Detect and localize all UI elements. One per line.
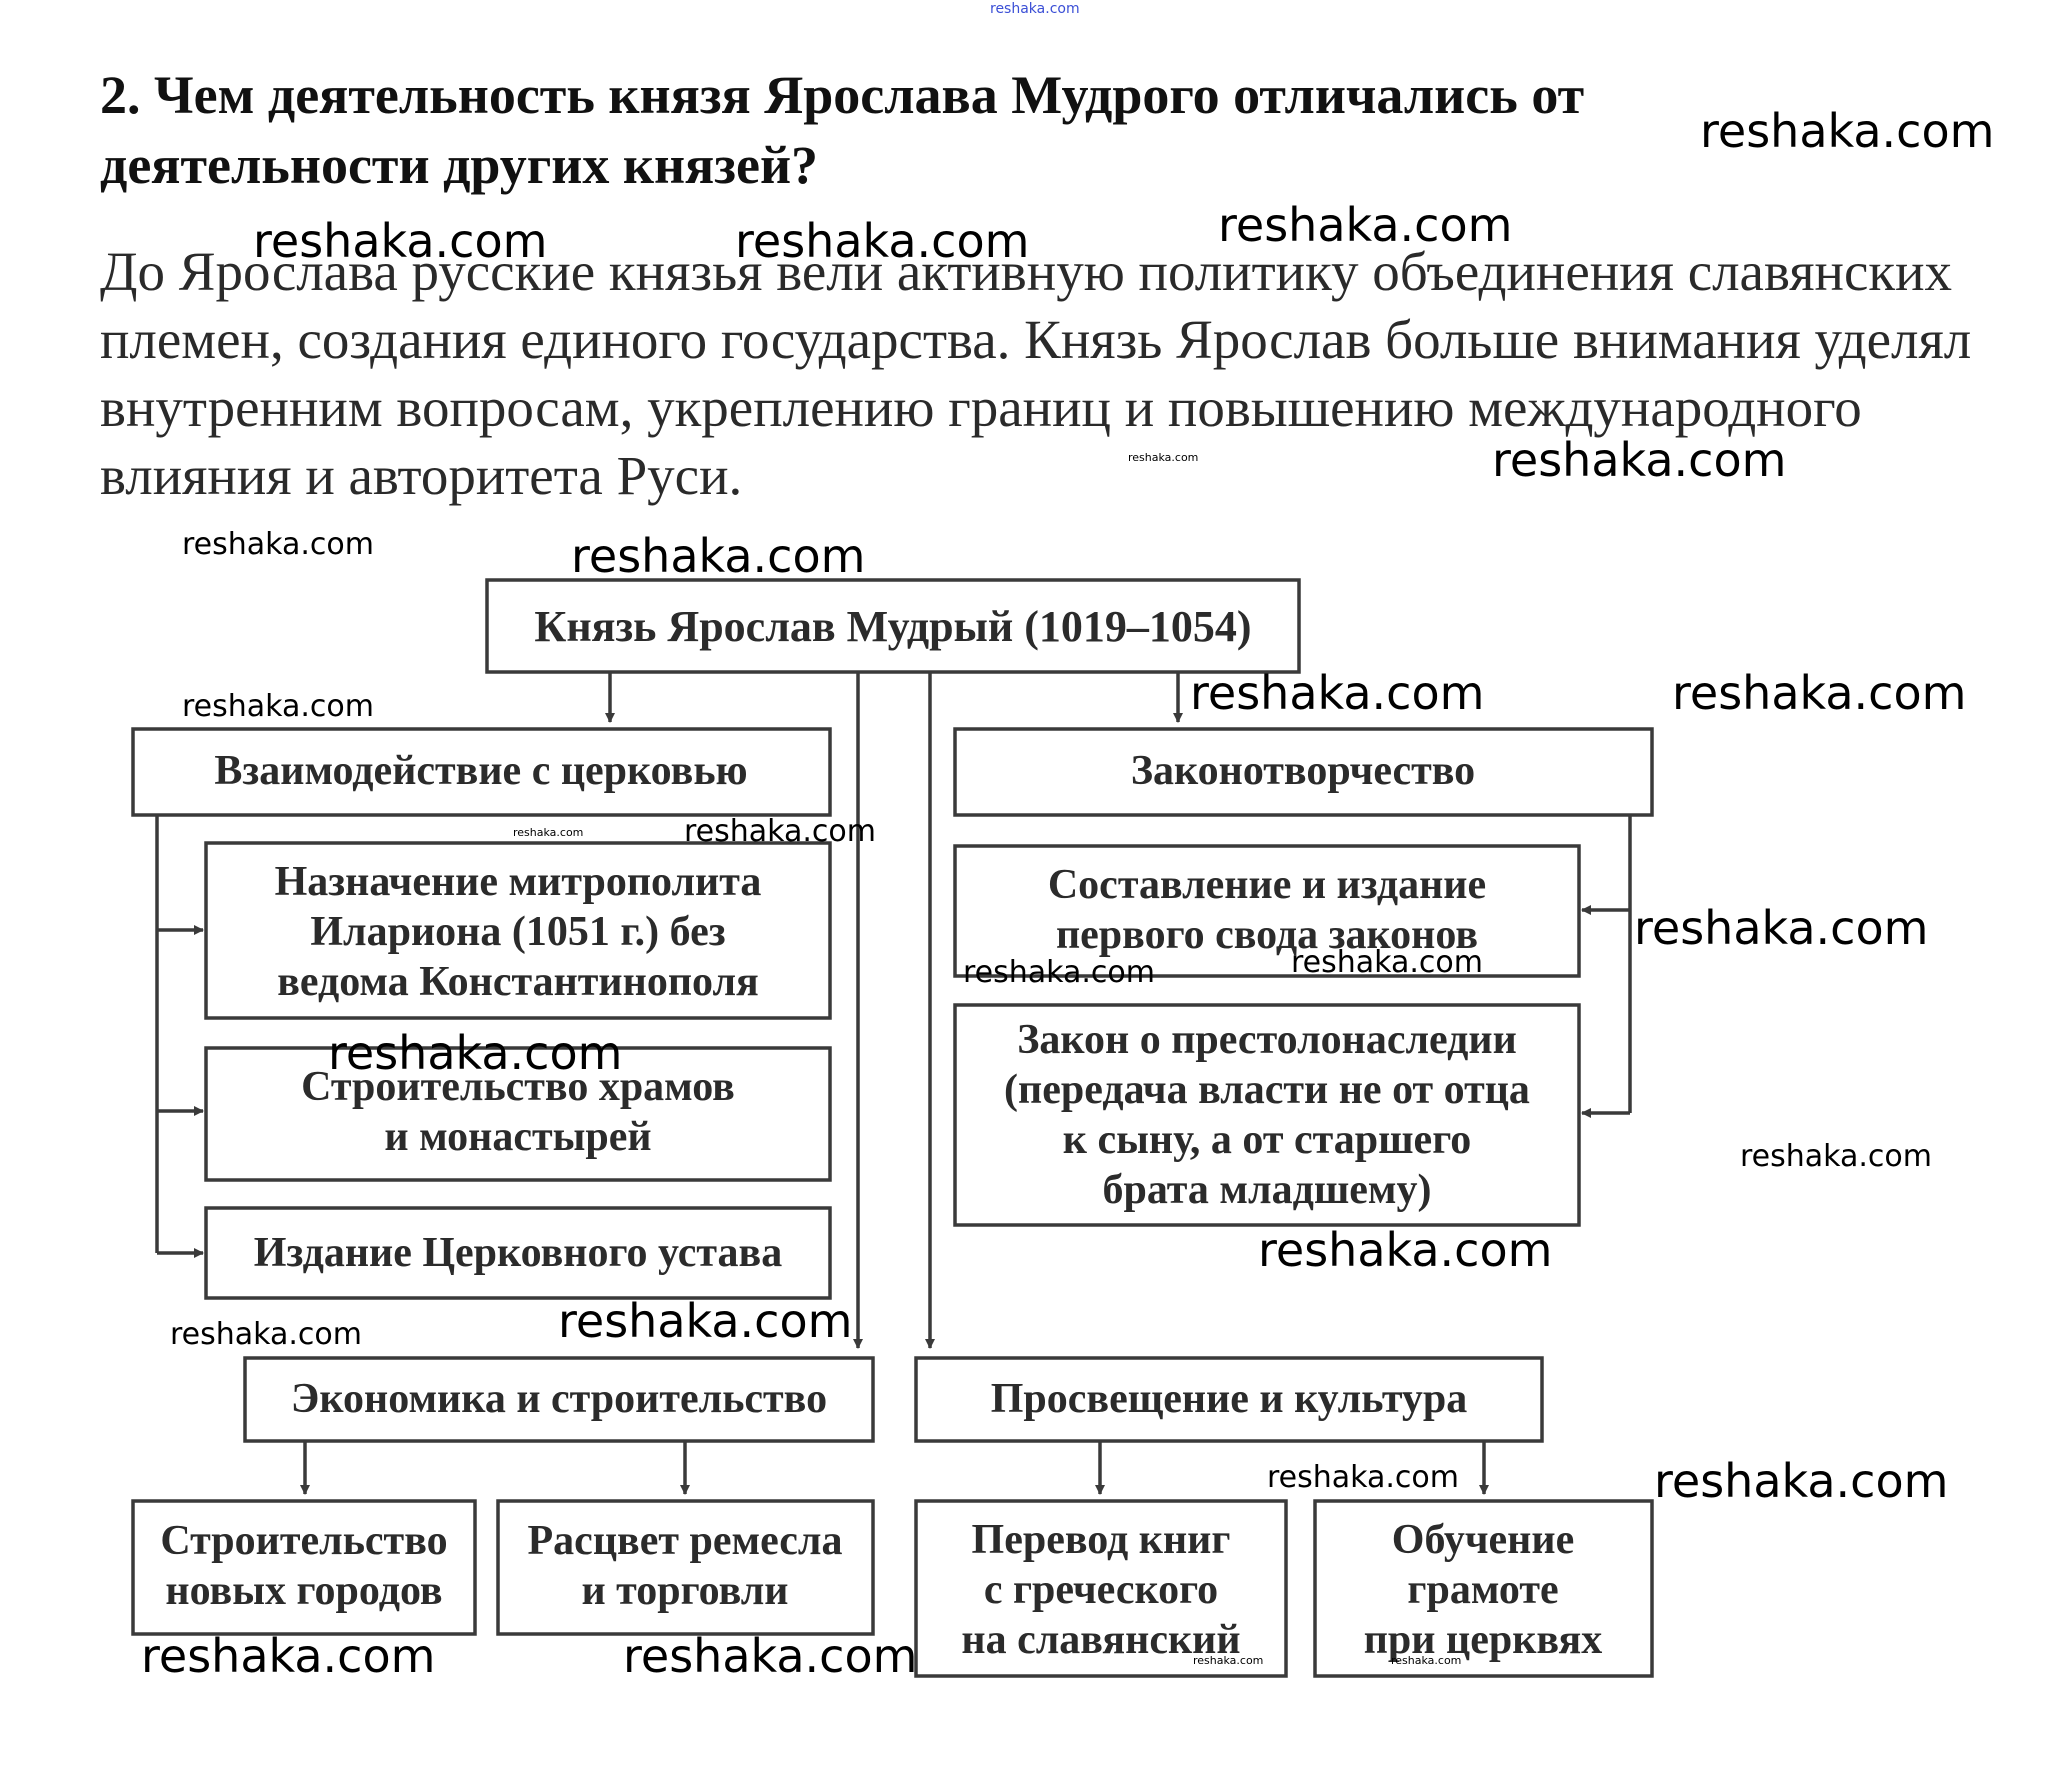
watermark: reshaka.com <box>1291 945 1483 980</box>
law-item-1-line-2: первого свода законов <box>1056 912 1478 958</box>
watermark: reshaka.com <box>1654 1454 1949 1508</box>
watermark: reshaka.com <box>1700 104 1995 158</box>
question-title: 2. Чем деятельность князя Ярослава Мудро… <box>100 60 1800 200</box>
law-item-2-line-4: брата младшему) <box>1102 1167 1431 1213</box>
watermark: reshaka.com <box>558 1294 853 1348</box>
economy-title: Экономика и строительство <box>291 1376 827 1422</box>
culture-item-1: Перевод книг с греческого на славянский <box>914 1499 1288 1678</box>
church-node: Взаимодействие с церковью <box>131 727 832 817</box>
watermark: reshaka.com <box>253 214 548 268</box>
economy-item-2-line-1: Расцвет ремесла <box>528 1518 843 1564</box>
root-node: Князь Ярослав Мудрый (1019–1054) <box>485 578 1301 674</box>
church-item-1-line-1: Назначение митрополита <box>275 859 762 905</box>
law-item-1-line-1: Составление и издание <box>1048 862 1486 908</box>
watermark: reshaka.com <box>990 1 1080 17</box>
watermark: reshaka.com <box>1128 451 1199 464</box>
culture-item-1-line-2: с греческого <box>984 1567 1218 1613</box>
watermark: reshaka.com <box>963 955 1155 990</box>
watermark: reshaka.com <box>141 1629 436 1683</box>
culture-item-2: Обучение грамоте при церквях <box>1313 1499 1654 1678</box>
culture-item-2-line-2: грамоте <box>1407 1567 1558 1613</box>
watermark: reshaka.com <box>1193 1654 1264 1667</box>
culture-item-1-line-1: Перевод книг <box>972 1517 1231 1563</box>
root-label: Князь Ярослав Мудрый (1019–1054) <box>534 602 1251 651</box>
watermark: reshaka.com <box>1492 433 1787 487</box>
connector-lines <box>155 672 1632 1495</box>
watermark: reshaka.com <box>571 529 866 583</box>
watermark: reshaka.com <box>182 689 374 724</box>
church-item-2: Строительство храмов и монастырей <box>204 1046 832 1182</box>
culture-item-2-line-3: при церквях <box>1364 1617 1603 1663</box>
church-item-1-line-3: ведома Константинополя <box>277 959 759 1005</box>
watermark: reshaka.com <box>1634 901 1929 955</box>
question-line-1: 2. Чем деятельность князя Ярослава Мудро… <box>100 65 1585 125</box>
watermark: reshaka.com <box>513 826 584 839</box>
watermark: reshaka.com <box>1267 1460 1459 1495</box>
law-item-2: Закон о престолонаследии (передача власт… <box>953 1003 1581 1227</box>
watermark: reshaka.com <box>170 1317 362 1352</box>
watermark: reshaka.com <box>1740 1139 1932 1174</box>
law-title: Законотворчество <box>1131 748 1475 794</box>
law-item-2-line-1: Закон о престолонаследии <box>1017 1017 1517 1063</box>
watermark: reshaka.com <box>623 1629 918 1683</box>
question-line-2: деятельности других князей? <box>100 135 819 195</box>
watermark: reshaka.com <box>735 214 1030 268</box>
law-item-2-line-3: к сыну, а от старшего <box>1063 1117 1471 1163</box>
answer-text: До Ярослава русские князья вели активную… <box>100 241 1972 506</box>
church-item-3: Издание Церковного устава <box>204 1206 832 1300</box>
culture-node: Просвещение и культура <box>914 1356 1544 1443</box>
watermark: reshaka.com <box>1190 666 1485 720</box>
culture-item-1-line-3: на славянский <box>961 1617 1240 1663</box>
church-item-1: Назначение митрополита Илариона (1051 г.… <box>204 841 832 1020</box>
economy-item-1: Строительство новых городов <box>131 1499 477 1636</box>
watermark: reshaka.com <box>182 527 374 562</box>
church-item-1-line-2: Илариона (1051 г.) без <box>310 909 725 955</box>
culture-title: Просвещение и культура <box>991 1376 1468 1422</box>
economy-item-1-line-1: Строительство <box>160 1518 447 1564</box>
law-item-2-line-2: (передача власти не от отца <box>1004 1067 1530 1113</box>
economy-item-2-line-2: и торговли <box>581 1568 788 1614</box>
watermark: reshaka.com <box>1218 198 1513 252</box>
economy-item-1-line-2: новых городов <box>165 1568 442 1614</box>
watermark: reshaka.com <box>1672 666 1967 720</box>
culture-item-2-line-1: Обучение <box>1392 1517 1574 1563</box>
watermark: reshaka.com <box>1391 1654 1462 1667</box>
watermark: reshaka.com <box>684 814 876 849</box>
economy-item-2: Расцвет ремесла и торговли <box>496 1499 875 1636</box>
economy-node: Экономика и строительство <box>243 1356 875 1443</box>
church-item-2-line-1: Строительство храмов <box>301 1064 735 1110</box>
watermark: reshaka.com <box>328 1026 623 1080</box>
watermark: reshaka.com <box>1258 1223 1553 1277</box>
church-item-2-line-2: и монастырей <box>384 1114 651 1160</box>
law-node: Законотворчество <box>953 727 1654 817</box>
law-item-1: Составление и издание первого свода зако… <box>953 844 1581 978</box>
church-title: Взаимодействие с церковью <box>214 748 747 794</box>
church-item-3-line-1: Издание Церковного устава <box>254 1230 782 1276</box>
